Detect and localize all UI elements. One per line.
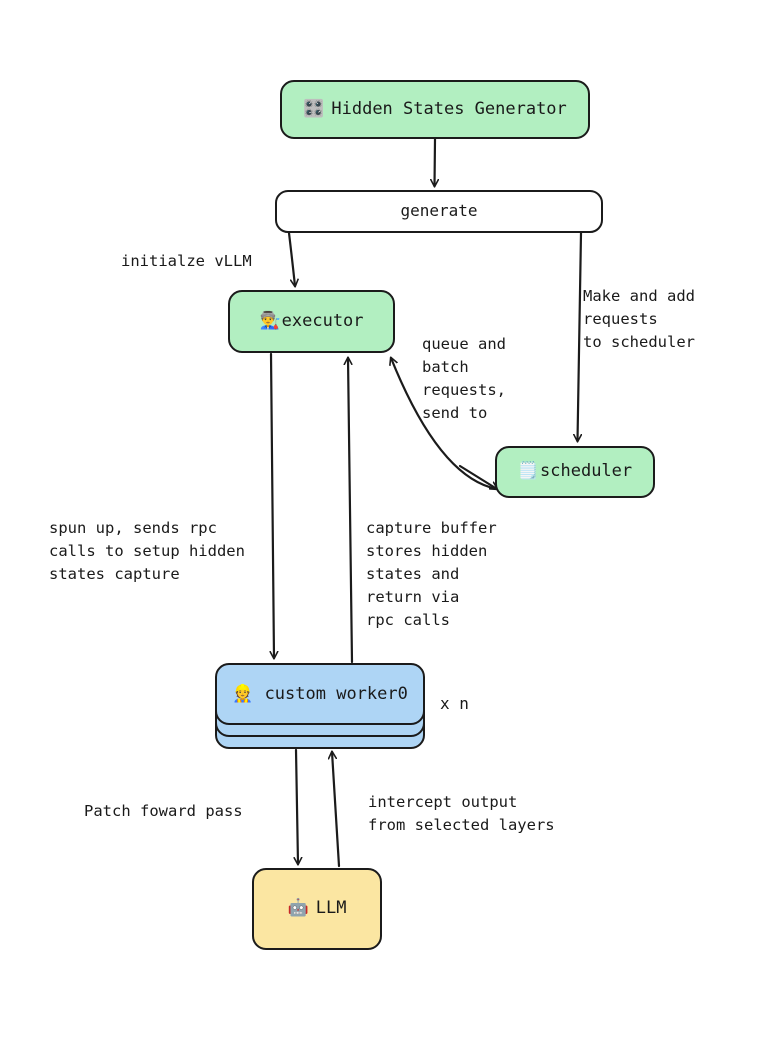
node-custom-worker-stack[interactable]: 👷 custom worker0 xyxy=(215,663,425,749)
edge-label-queue-and-batch-requests: queue and batch requests, send to xyxy=(422,335,506,422)
node-label-hidden-states-generator: Hidden States Generator xyxy=(331,98,567,119)
node-label-executor: executor xyxy=(281,310,364,331)
edge-label-capture-buffer: capture buffer stores hidden states and … xyxy=(366,519,497,629)
edge-generator-to-generate xyxy=(435,137,436,186)
node-label-generate: generate xyxy=(400,201,478,221)
node-llm[interactable]: 🤖 LLM xyxy=(252,868,382,950)
factory-worker-icon: 👨‍🏭 xyxy=(259,310,281,331)
edge-worker-to-executor xyxy=(348,358,354,664)
construction-worker-icon: 👷 xyxy=(232,684,254,704)
edge-label-patch-forward-pass: Patch foward pass xyxy=(84,802,243,820)
node-hidden-states-generator[interactable]: 🎛️ Hidden States Generator xyxy=(280,80,590,139)
spiral-notepad-icon: 🗒️ xyxy=(517,461,540,482)
edge-label-intercept-output: intercept output from selected layers xyxy=(368,793,555,834)
edge-executor-to-worker xyxy=(271,352,274,658)
node-scheduler[interactable]: 🗒️ scheduler xyxy=(495,446,655,498)
edge-generate-to-scheduler xyxy=(578,231,582,441)
node-label-scheduler: scheduler xyxy=(540,461,633,482)
node-label-custom-worker: custom worker0 xyxy=(264,684,408,704)
node-label-llm: LLM xyxy=(315,898,347,919)
edge-label-spun-up-sends-rpc-calls: spun up, sends rpc calls to setup hidden… xyxy=(49,519,245,583)
edge-worker-to-llm xyxy=(296,748,298,864)
control-knobs-icon: 🎛️ xyxy=(303,98,325,119)
edge-label-make-and-add-requests: Make and add requests to scheduler xyxy=(583,287,695,351)
worker-multiplicity-label: x n xyxy=(440,694,469,713)
edge-label-initialize-vllm: initialze vLLM xyxy=(121,252,252,270)
worker-stack-layer-1[interactable]: 👷 custom worker0 xyxy=(215,663,425,725)
node-executor[interactable]: 👨‍🏭 executor xyxy=(228,290,395,353)
edge-scheduler-arrowhead xyxy=(458,464,497,489)
edge-generate-to-executor xyxy=(287,231,295,286)
node-generate[interactable]: generate xyxy=(275,190,603,233)
robot-icon: 🤖 xyxy=(287,898,309,919)
edge-llm-to-worker xyxy=(332,752,341,868)
